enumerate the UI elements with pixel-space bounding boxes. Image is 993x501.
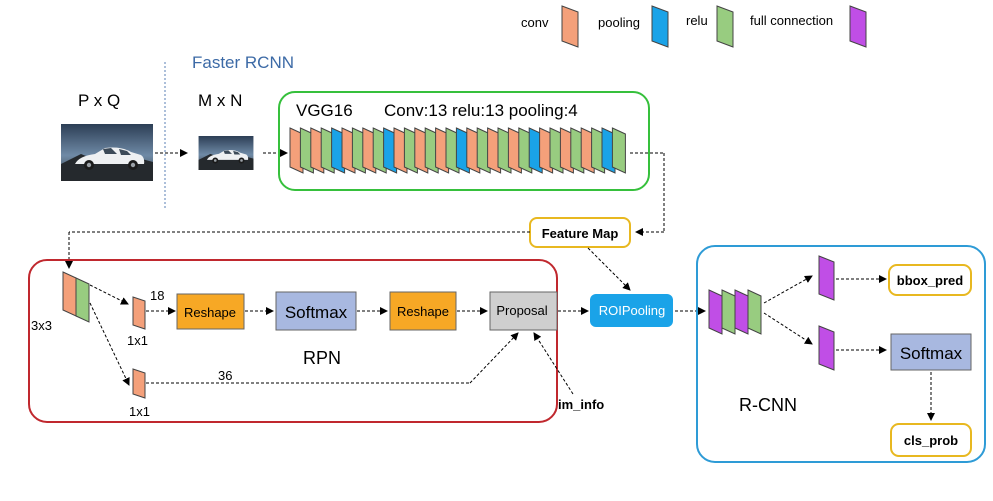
roipooling-label: ROIPooling (599, 303, 665, 318)
vgg-layer-conv (580, 127, 595, 174)
vgg-layer-pooling (455, 127, 470, 174)
reshape-box-2 (389, 291, 457, 331)
rpn-relu (75, 277, 90, 323)
reshape-label-1: Reshape (184, 305, 236, 320)
vgg-layer-pooling (528, 127, 543, 174)
arrow-rpn-to-conv1x1-bottom (89, 302, 130, 386)
conv1x1-top (132, 296, 146, 330)
softmax-box-rcnn (890, 333, 972, 371)
vgg-layer-conv (559, 127, 574, 174)
rcnn-fc-1 (708, 289, 723, 335)
kernel-3x3-label: 3x3 (31, 318, 52, 333)
legend-full-connection-swatch (849, 5, 867, 48)
legend: conv pooling relu full connection (521, 5, 867, 48)
rcnn-fc-2 (734, 289, 749, 335)
input-image (61, 124, 153, 181)
bbox-pred-label: bbox_pred (897, 273, 964, 288)
vgg-layer-pooling (331, 127, 346, 174)
vgg-layer-conv (414, 127, 429, 174)
scaled-image (198, 136, 254, 170)
vgg-layer-relu (299, 127, 314, 174)
vgg-layer-relu (403, 127, 418, 174)
cls-prob-box (890, 423, 972, 457)
rcnn-relu-2 (747, 289, 762, 335)
arrow-rpn-to-conv1x1-top (89, 284, 129, 305)
reshape-box-1 (176, 293, 245, 330)
vgg-layer-relu (611, 127, 626, 174)
conv1x1-bottom (132, 368, 146, 399)
vgg-layer-relu (570, 127, 585, 174)
channels-18-label: 18 (150, 288, 164, 303)
vgg16-layers (289, 127, 626, 174)
vgg-layer-relu (591, 127, 606, 174)
scaled-size-label: M x N (198, 91, 242, 110)
vgg16-info: Conv:13 relu:13 pooling:4 (384, 101, 578, 120)
legend-conv-label: conv (521, 15, 549, 30)
legend-pooling-swatch (651, 5, 669, 48)
rpn-label: RPN (303, 348, 341, 368)
cls-prob-label: cls_prob (904, 433, 958, 448)
fc-top (818, 255, 835, 301)
legend-relu-label: relu (686, 13, 708, 28)
kernel-1x1-bottom-label: 1x1 (129, 404, 150, 419)
legend-conv-swatch (561, 5, 579, 48)
bbox-pred-box (888, 264, 972, 296)
feature-map-label: Feature Map (542, 226, 619, 241)
input-size-label: P x Q (78, 91, 120, 110)
vgg-layer-relu (351, 127, 366, 174)
vgg-layer-pooling (601, 127, 616, 174)
rcnn-label: R-CNN (739, 395, 797, 415)
vgg-layer-conv (435, 127, 450, 174)
vgg-layer-pooling (383, 127, 398, 174)
vgg-layer-conv (466, 127, 481, 174)
vgg-layer-relu (497, 127, 512, 174)
reshape-label-2: Reshape (397, 304, 449, 319)
vgg-layer-relu (549, 127, 564, 174)
arrow-iminfo-to-proposal (533, 332, 574, 395)
im-info-label: im_info (558, 397, 604, 412)
vgg-layer-relu (424, 127, 439, 174)
proposal-label: Proposal (496, 303, 547, 318)
vgg-layer-conv (310, 127, 325, 174)
arrow-rcnn-to-fc-bottom (763, 312, 813, 345)
softmax-label-rcnn: Softmax (900, 344, 963, 363)
vgg16-block (278, 91, 650, 191)
rcnn-relu-1 (721, 289, 736, 335)
faster-rcnn-title: Faster RCNN (192, 53, 294, 72)
arrow-featuremap-to-roipooling (587, 247, 631, 291)
vgg-layer-relu (320, 127, 335, 174)
vgg-layer-conv (487, 127, 502, 174)
softmax-box-rpn (275, 291, 357, 331)
vgg16-title: VGG16 (296, 101, 353, 120)
vgg-layer-relu (445, 127, 460, 174)
legend-relu-swatch (716, 5, 734, 48)
vgg-layer-conv (539, 127, 554, 174)
fc-bottom (818, 325, 835, 371)
vgg-layer-conv (341, 127, 356, 174)
vgg-layer-relu (372, 127, 387, 174)
rpn-conv3x3 (62, 271, 77, 317)
softmax-label-rpn: Softmax (285, 303, 348, 322)
roipooling-box (590, 294, 673, 327)
arrow-36-to-proposal (469, 332, 519, 384)
vgg-layer-conv (362, 127, 377, 174)
legend-pooling-label: pooling (598, 15, 640, 30)
legend-full-connection-label: full connection (750, 13, 833, 28)
arrow-rcnn-to-fc-top (763, 275, 813, 304)
vgg-layer-conv (393, 127, 408, 174)
rcnn-block (696, 245, 986, 463)
channels-36-label: 36 (218, 368, 232, 383)
vgg-layer-conv (507, 127, 522, 174)
vgg-layer-relu (476, 127, 491, 174)
vgg-layer-conv (289, 127, 304, 174)
kernel-1x1-top-label: 1x1 (127, 333, 148, 348)
rpn-block (28, 259, 558, 423)
vgg-layer-relu (518, 127, 533, 174)
proposal-box (489, 291, 558, 331)
